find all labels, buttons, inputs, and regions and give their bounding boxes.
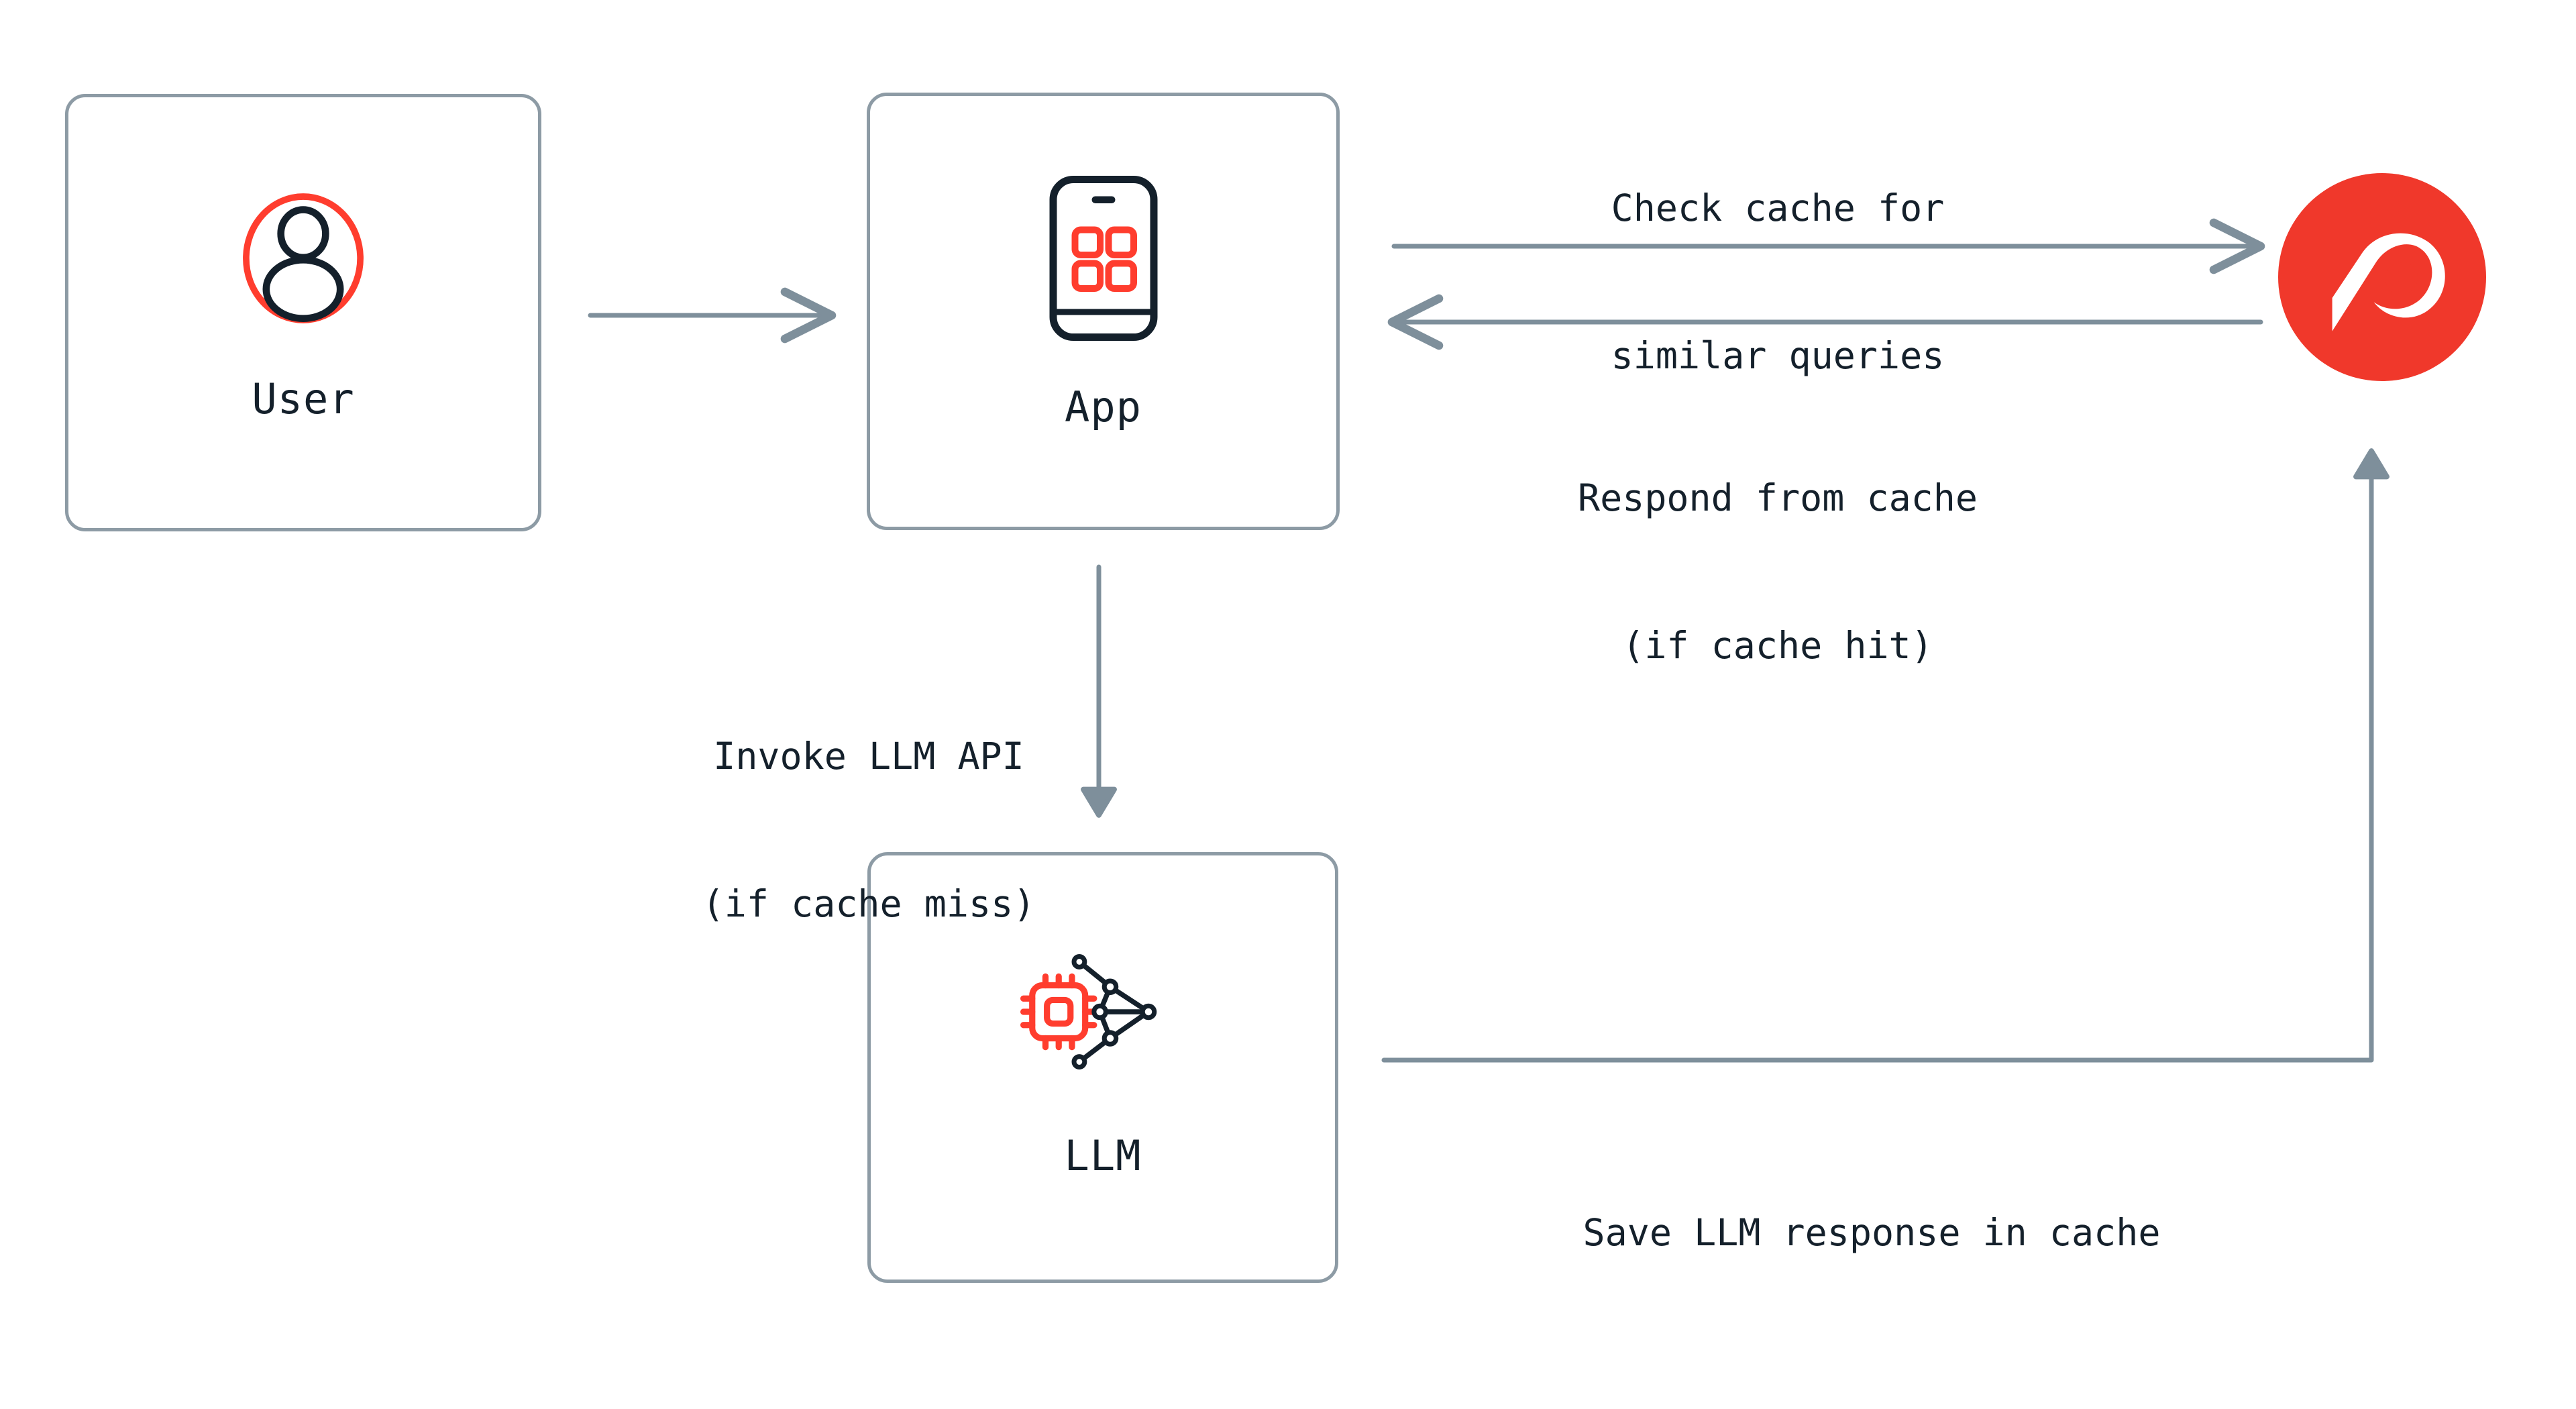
node-app-label: App	[1065, 382, 1142, 431]
redis-logo-icon[interactable]	[2278, 173, 2486, 381]
edge-label-respond-from-cache: Respond from cache (if cache hit)	[1516, 376, 2039, 768]
edge-label-check-cache: Check cache for similar queries	[1529, 86, 2026, 478]
mobile-app-icon	[1043, 174, 1164, 342]
node-app[interactable]: App	[867, 93, 1340, 530]
edge-label-save-llm-response: Save LLM response in cache	[1513, 1110, 2231, 1356]
edge-label-save-line1: Save LLM response in cache	[1582, 1211, 2161, 1255]
edge-label-respond-line2: (if cache hit)	[1622, 623, 1933, 667]
user-avatar-icon	[226, 181, 380, 335]
node-user[interactable]: User	[65, 94, 541, 531]
node-llm[interactable]: LLM	[867, 852, 1338, 1283]
node-llm-label: LLM	[1064, 1131, 1142, 1180]
llm-chip-network-icon	[1019, 938, 1187, 1086]
edge-label-invoke-line1: Invoke LLM API	[713, 735, 1024, 778]
edge-label-invoke-line2: (if cache miss)	[702, 882, 1036, 925]
edge-label-respond-line1: Respond from cache	[1577, 476, 1978, 520]
edge-label-check-cache-line1: Check cache for	[1611, 187, 1945, 230]
edge-label-invoke-llm-api: Invoke LLM API (if cache miss)	[641, 634, 1097, 1027]
node-user-label: User	[252, 374, 355, 423]
edge-label-check-cache-line2: similar queries	[1611, 333, 1945, 377]
